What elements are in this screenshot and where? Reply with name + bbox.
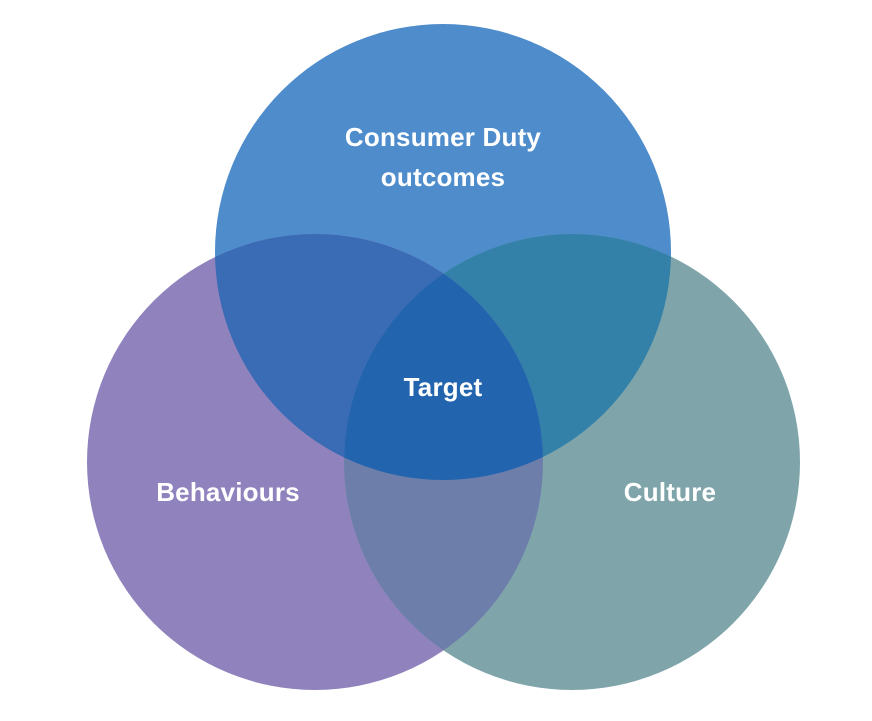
label-consumer-duty-line1: Consumer Duty — [344, 122, 542, 152]
label-consumer-duty-line2: outcomes — [380, 162, 506, 192]
label-target: Target — [403, 372, 483, 402]
venn-intersection-center — [344, 234, 543, 480]
label-consumer-duty-outcomes: Consumer Duty outcomes — [345, 117, 541, 197]
label-behaviours: Behaviours — [156, 477, 300, 507]
venn-intersection-center-fill — [344, 234, 543, 480]
label-culture: Culture — [623, 477, 717, 507]
venn-intersection-center-inner — [344, 234, 543, 480]
